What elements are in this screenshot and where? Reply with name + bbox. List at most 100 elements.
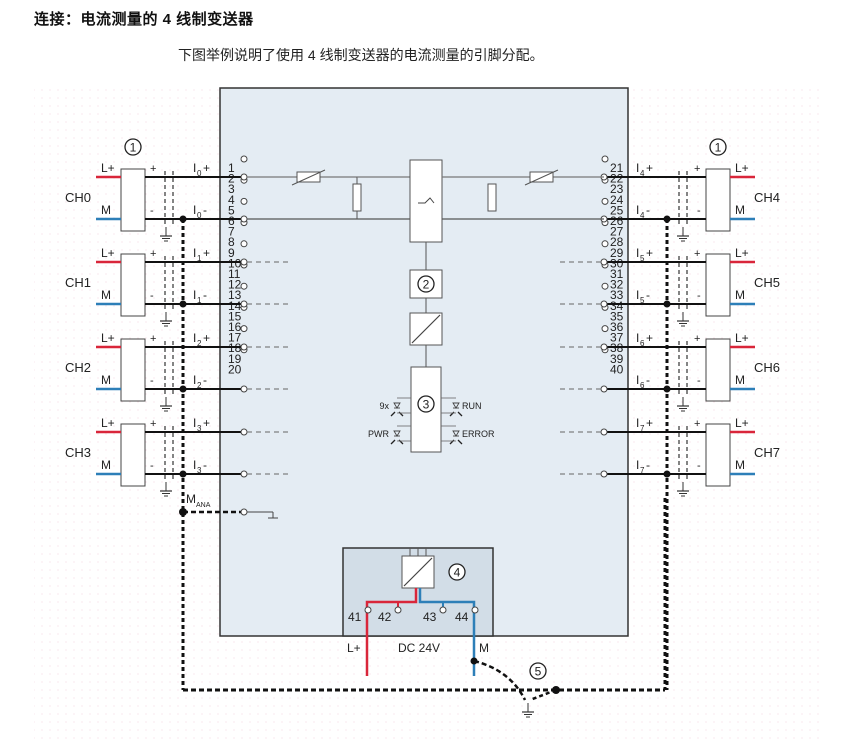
current-label-sign: -	[203, 288, 207, 302]
channel-label-ch5: CH5	[754, 275, 780, 290]
terminal-15	[240, 470, 248, 478]
minus-sign: -	[697, 460, 701, 472]
marker-number: 1	[130, 141, 137, 155]
marker-2: 2	[417, 275, 435, 293]
transmitter-box-ch1	[120, 253, 146, 317]
current-label-sign: -	[203, 458, 207, 472]
marker-number: 4	[454, 566, 461, 580]
pin-label-20: 20	[228, 362, 242, 376]
pin-label-26: 26	[610, 214, 624, 228]
plus-sign: +	[150, 163, 156, 175]
pin-label-36: 36	[610, 320, 624, 334]
pin-label-13: 13	[228, 288, 242, 302]
shield-ground-icon	[677, 482, 689, 497]
marker-4: 4	[448, 563, 466, 581]
pin-label-1: 1	[228, 161, 235, 175]
current-label-i: I	[193, 416, 196, 430]
current-label-sign: -	[646, 288, 650, 302]
terminal-29	[600, 343, 608, 351]
channel-label-ch4: CH4	[754, 190, 780, 205]
power-pin-label-41: 41	[348, 610, 362, 624]
current-label-sign: -	[646, 458, 650, 472]
minus-sign: -	[150, 460, 154, 472]
shield-ground-icon	[160, 397, 172, 412]
led-pwr-label: PWR	[368, 429, 389, 439]
current-label-sign: +	[203, 416, 210, 430]
terminal-13	[240, 428, 248, 436]
current-label-sign: +	[203, 161, 210, 175]
terminal-33	[600, 428, 608, 436]
marker-number: 2	[423, 278, 430, 292]
pin-terminal-29	[601, 240, 609, 248]
current-label-index: 7	[640, 424, 645, 433]
ptc-fuse-diag	[524, 169, 559, 186]
pin-label-12: 12	[228, 278, 242, 292]
pin-label-28: 28	[610, 235, 624, 249]
current-label-i: I	[193, 246, 196, 260]
marker-number: 1	[715, 141, 722, 155]
transmitter-box-ch6	[705, 338, 731, 402]
pin-label-21: 21	[610, 161, 624, 175]
current-label-index: 4	[640, 169, 645, 178]
pin-label-18: 18	[228, 341, 242, 355]
current-label-i: I	[636, 161, 639, 175]
power-terminal-43	[439, 606, 447, 614]
current-label-i: I	[193, 373, 196, 387]
current-label-index: 3	[197, 424, 202, 433]
marker-circle	[709, 138, 727, 156]
led-diode-icon	[393, 430, 401, 437]
pin-label-8: 8	[228, 235, 235, 249]
pin-label-33: 33	[610, 288, 624, 302]
pin-label-19: 19	[228, 352, 242, 366]
marker-circle	[417, 275, 435, 293]
marker-3: 3	[417, 395, 435, 413]
pin-terminal-1	[240, 155, 248, 163]
marker-number: 5	[535, 665, 542, 679]
earth-ground-icon	[522, 703, 534, 718]
current-label-index: 0	[197, 169, 202, 178]
led-error-label: ERROR	[462, 429, 495, 439]
current-label-sign: +	[646, 416, 653, 430]
power-pin-label-44: 44	[455, 610, 469, 624]
current-label-sign: +	[646, 161, 653, 175]
pin-label-9: 9	[228, 246, 235, 260]
current-label-sign: +	[646, 331, 653, 345]
marker-circle	[417, 395, 435, 413]
power-pin-label-42: 42	[378, 610, 392, 624]
led-diode-icon	[452, 430, 460, 437]
pin-label-40: 40	[610, 362, 624, 376]
supply-lplus-label: L+	[101, 416, 115, 430]
power-terminal-41	[364, 606, 372, 614]
pin-label-17: 17	[228, 331, 242, 345]
mana-label-main: M	[186, 492, 196, 506]
pin-label-11: 11	[228, 267, 241, 281]
plus-sign: +	[150, 418, 156, 430]
supply-lplus-label: L+	[101, 246, 115, 260]
current-label-index: 6	[640, 381, 645, 390]
power-m-wire	[418, 588, 476, 676]
marker-number: 3	[423, 398, 430, 412]
current-label-i: I	[193, 203, 196, 217]
current-label-sign: -	[203, 373, 207, 387]
minus-sign: -	[697, 290, 701, 302]
current-label-sign: +	[646, 246, 653, 260]
terminal-18	[240, 508, 248, 516]
pin-label-16: 16	[228, 320, 242, 334]
minus-sign: -	[150, 290, 154, 302]
current-label-index: 2	[197, 339, 202, 348]
marker-circle	[124, 138, 142, 156]
terminal-35	[600, 470, 608, 478]
current-label-i: I	[636, 416, 639, 430]
supply-lplus-label: L+	[101, 161, 115, 175]
channel-label-ch0: CH0	[65, 190, 91, 205]
current-label-i: I	[636, 331, 639, 345]
supply-m-label: M	[735, 373, 745, 387]
